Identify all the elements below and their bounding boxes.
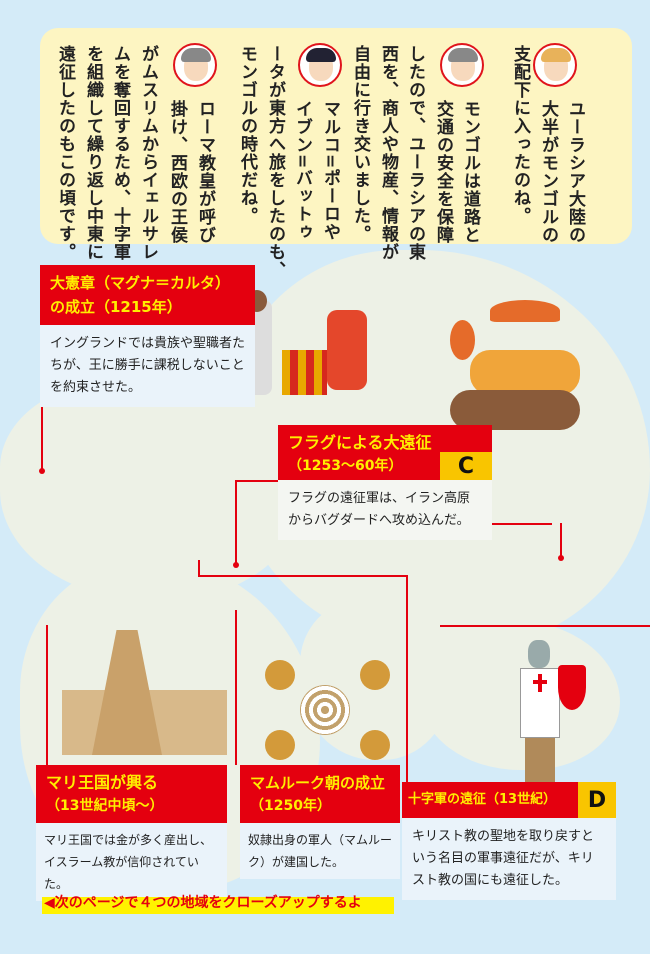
card-year: （13世紀中頃～） <box>46 798 164 814</box>
connector-line <box>406 575 408 782</box>
card-body: キリスト教の聖地を取り戻すという名目の軍事遠征だが、キリスト教の国にも遠征した。 <box>402 818 616 900</box>
avatar-teacher <box>173 43 217 87</box>
next-page-banner: ◀次のページで４つの地域をクローズアップするよ <box>42 895 394 914</box>
dialogue-line: モンゴルの時代だね。 <box>237 45 257 225</box>
dialogue-line: を組織して繰り返し中東に <box>83 45 103 261</box>
card-year: の成立（1215年） <box>50 298 182 316</box>
mamluk-soldiers-illustration <box>265 660 390 760</box>
card-title: フラグによる大遠征 <box>288 433 432 452</box>
dialogue-line: マルコ=ポーロや <box>320 100 340 242</box>
dialogue-line: 西を、商人や物産、情報が <box>378 45 398 261</box>
mongol-army-illustration <box>440 300 590 450</box>
card-magna-carta: 大憲章（マグナ＝カルタ） の成立（1215年） イングランドでは貴族や聖職者たち… <box>40 265 255 407</box>
dialogue-line: したので、ユーラシアの東 <box>405 45 425 261</box>
card-mamluk: マムルーク朝の成立 （1250年） 奴隷出身の軍人（マムルーク）が建国した。 <box>240 765 400 879</box>
card-body: 奴隷出身の軍人（マムルーク）が建国した。 <box>240 823 400 879</box>
dialogue-line: 交通の安全を保障 <box>433 100 453 244</box>
dialogue-line: ローマ教皇が呼び <box>195 100 215 244</box>
dialogue-line: ユーラシア大陸の <box>565 100 585 244</box>
card-header: フラグによる大遠征 （1253～60年） C <box>278 425 492 480</box>
dialogue-line: 掛け、西欧の王侯 <box>167 100 187 244</box>
connector-line <box>560 523 562 558</box>
card-title: 十字軍の遠征（13世紀） <box>408 792 557 807</box>
card-year: （1253～60年） <box>288 458 403 474</box>
connector-line <box>41 398 43 470</box>
connector-line <box>235 480 278 482</box>
region-badge: D <box>578 782 616 818</box>
dialogue-line: モンゴルは道路と <box>460 100 480 244</box>
card-hulagu: フラグによる大遠征 （1253～60年） C フラグの遠征軍は、イラン高原からバ… <box>278 425 492 540</box>
avatar-boy <box>298 43 342 87</box>
card-header: マリ王国が興る （13世紀中頃～） <box>36 765 227 823</box>
dialogue-line: ータが東方へ旅をしたのも、 <box>265 45 285 279</box>
connector-line <box>492 523 552 525</box>
card-mali: マリ王国が興る （13世紀中頃～） マリ王国では金が多く産出し、イスラーム教が信… <box>36 765 227 901</box>
card-title: 大憲章（マグナ＝カルタ） <box>50 274 231 292</box>
dialogue-line: 支配下に入ったのね。 <box>510 45 530 225</box>
card-crusade: 十字軍の遠征（13世紀） D キリスト教の聖地を取り戻すという名目の軍事遠征だが… <box>402 782 616 900</box>
connector-line <box>235 610 237 765</box>
dialogue-line: 遠征したのもこの頃です。 <box>55 45 75 261</box>
connector-line <box>440 625 650 627</box>
dialogue-line: 大半がモンゴルの <box>538 100 558 244</box>
dialogue-line: 自由に行き交いました。 <box>350 45 370 243</box>
card-title: マムルーク朝の成立 <box>250 774 386 792</box>
connector-line <box>198 560 200 575</box>
connector-line <box>46 625 48 765</box>
card-body: イングランドでは貴族や聖職者たちが、王に勝手に課税しないことを約束させた。 <box>40 325 255 407</box>
location-marker <box>39 468 45 474</box>
location-marker <box>558 555 564 561</box>
card-body: マリ王国では金が多く産出し、イスラーム教が信仰されていた。 <box>36 823 227 901</box>
dialogue-line: がムスリムからイェルサレ <box>138 45 158 261</box>
mali-mosque-illustration <box>62 630 227 755</box>
card-body: フラグの遠征軍は、イラン高原からバグダードへ攻め込んだ。 <box>278 480 492 540</box>
dialogue-line: ムを奪回するため、十字軍 <box>110 45 130 261</box>
connector-line <box>235 480 237 565</box>
region-badge: C <box>440 452 492 480</box>
crusader-knight-illustration <box>500 640 595 785</box>
card-header: 十字軍の遠征（13世紀） D <box>402 782 616 818</box>
card-title: マリ王国が興る <box>46 773 159 792</box>
card-header: 大憲章（マグナ＝カルタ） の成立（1215年） <box>40 265 255 325</box>
dialogue-line: イブン=バットゥ <box>292 100 312 242</box>
avatar-teacher <box>440 43 484 87</box>
avatar-girl <box>533 43 577 87</box>
card-header: マムルーク朝の成立 （1250年） <box>240 765 400 823</box>
next-page-text: ◀次のページで４つの地域をクローズアップするよ <box>44 895 362 911</box>
connector-line <box>198 575 408 577</box>
location-marker <box>233 562 239 568</box>
card-year: （1250年） <box>250 798 331 814</box>
